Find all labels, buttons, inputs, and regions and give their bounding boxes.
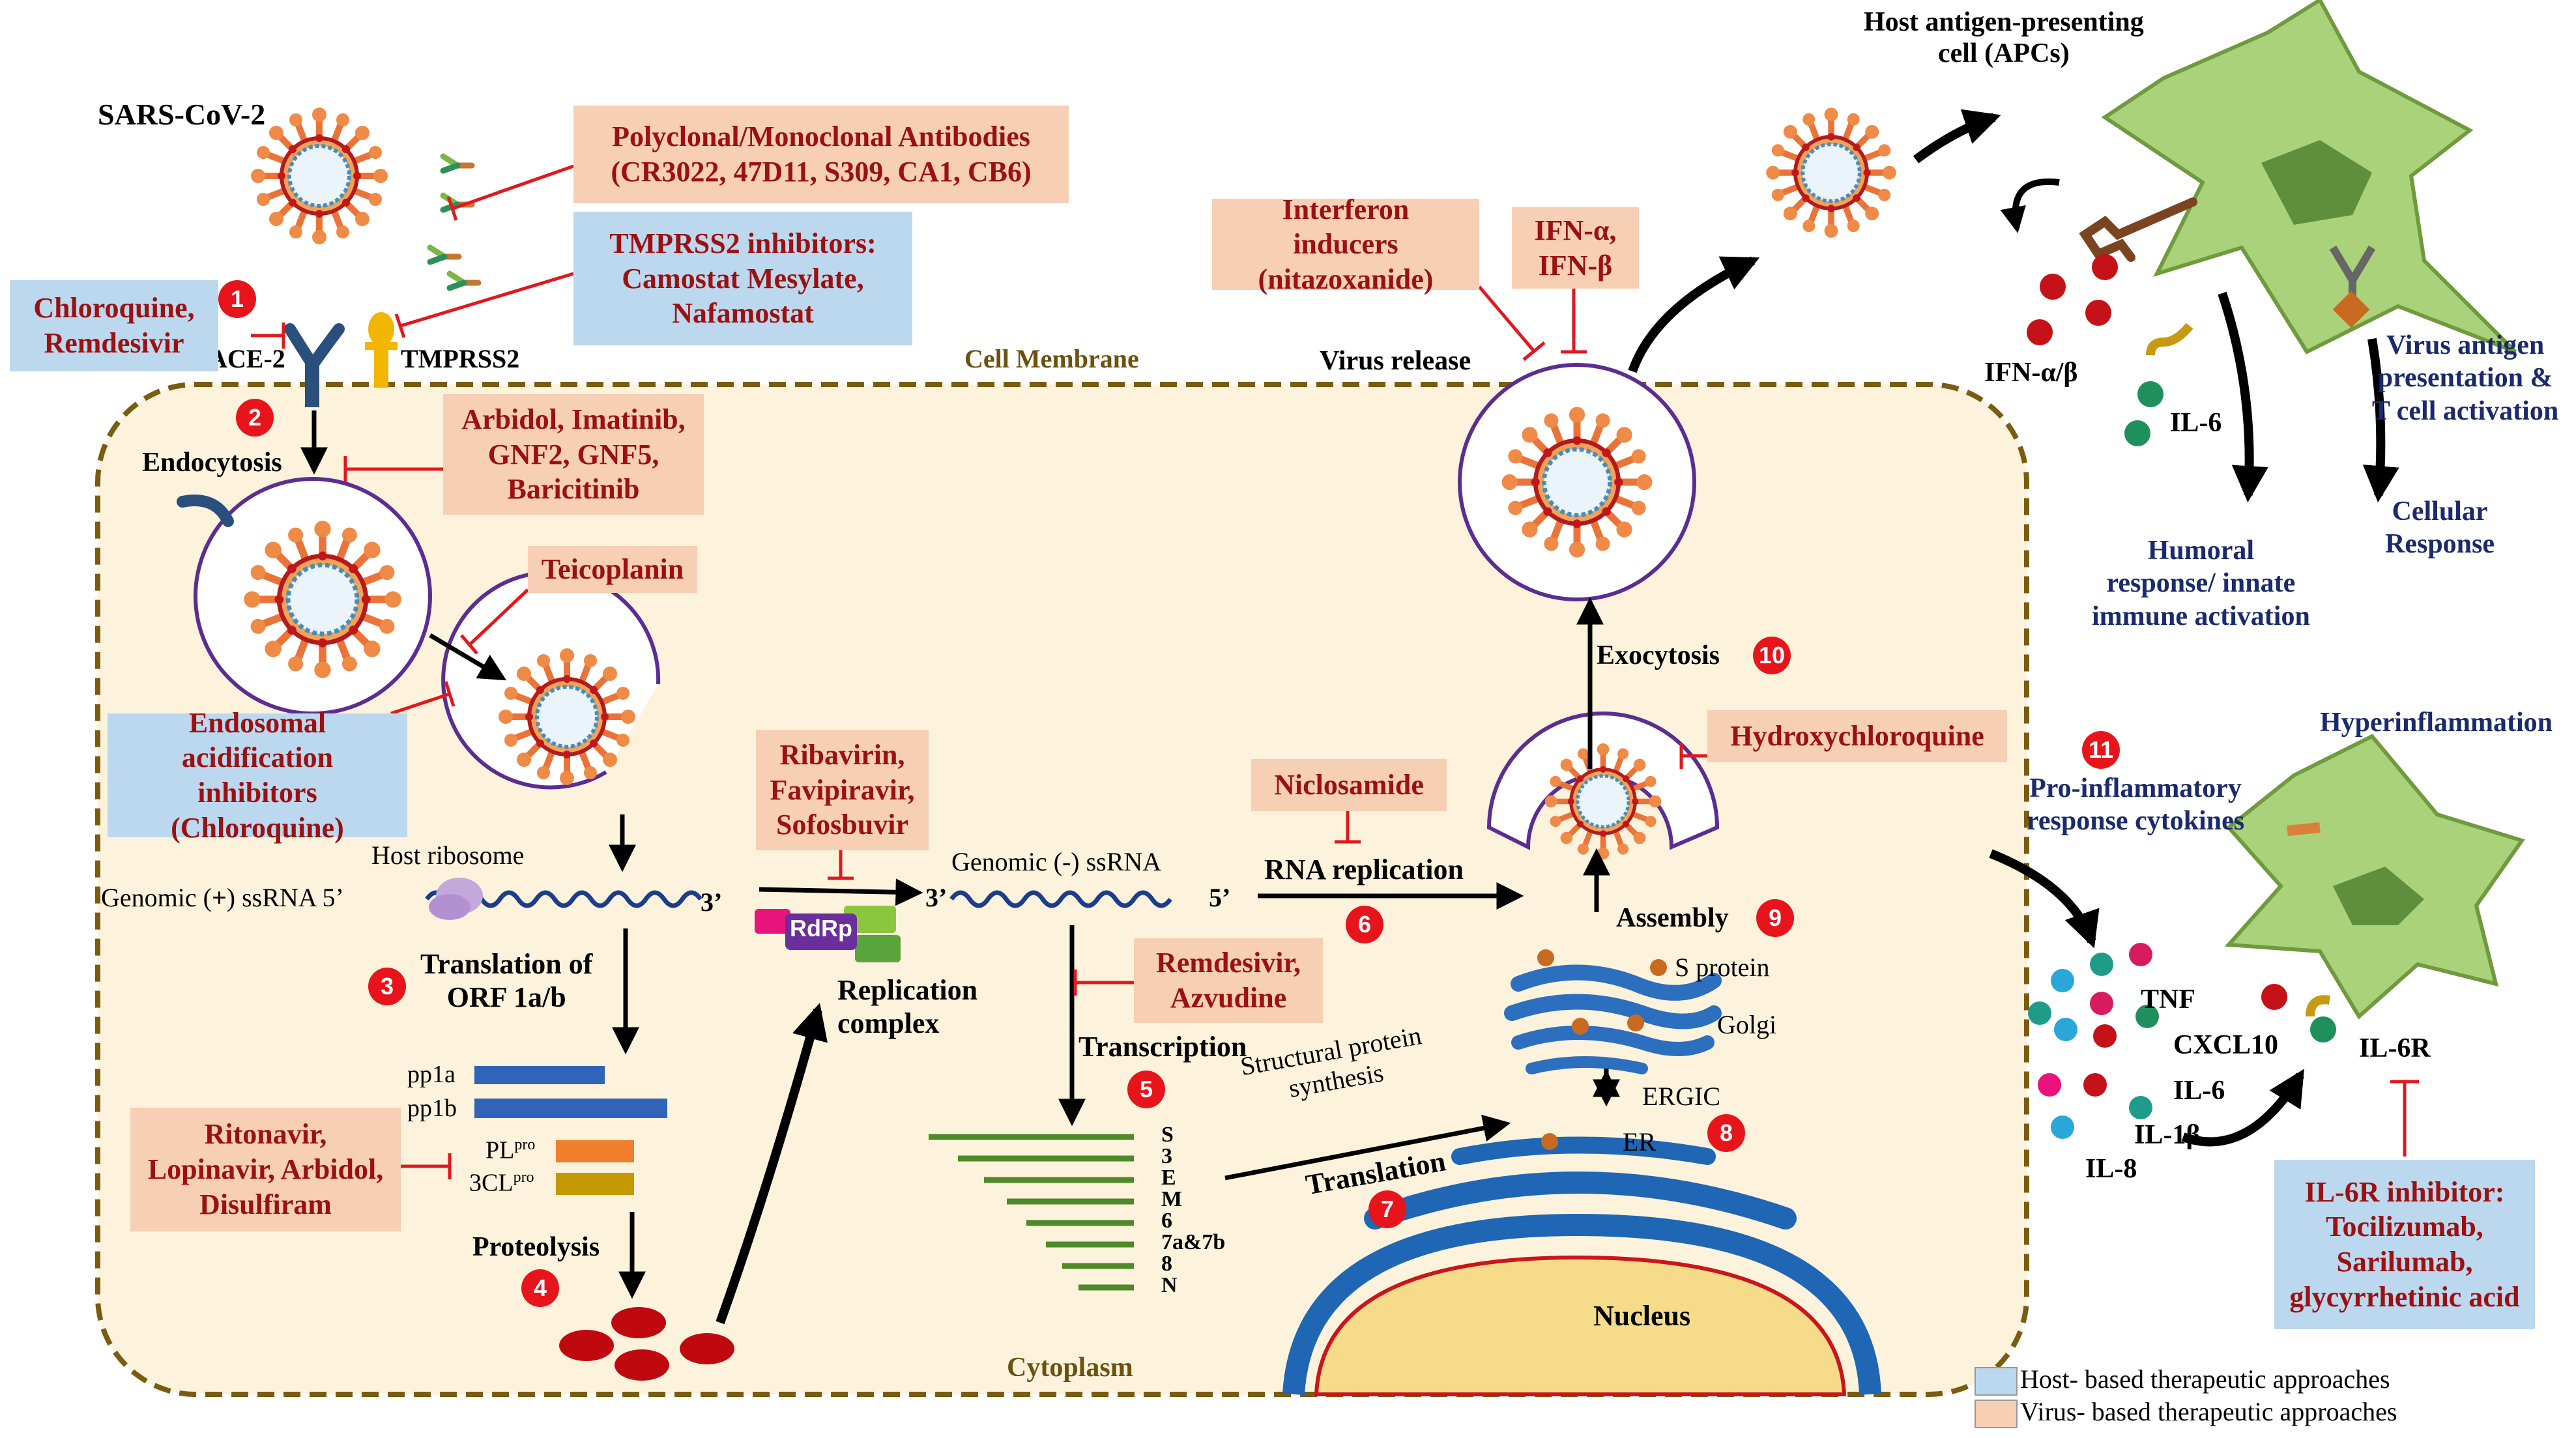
legend-virus-label: Virus- based therapeutic approaches [2020, 1397, 2397, 1426]
rdrp-label: RdRp [790, 915, 852, 942]
er-label: ER [1623, 1127, 1657, 1157]
pro-inflammatory-label: Pro-inflammatory response cytokines [2027, 773, 2245, 837]
step-1-badge: 1 [218, 280, 256, 318]
step-6-badge: 6 [1346, 906, 1383, 943]
assembly-vesicle [1486, 712, 1720, 850]
translation-orf-label: Translation of ORF 1a/b [420, 948, 593, 1013]
subgenomic-rna-ladder [929, 1134, 1134, 1291]
legend-virus-swatch [1975, 1400, 2018, 1428]
il8-label: IL-8 [2085, 1154, 2137, 1184]
hyperinflammation-label: Hyperinflammation [2320, 708, 2553, 738]
assembly-label: Assembly [1616, 903, 1729, 933]
virus-release-label: Virus release [1320, 346, 1471, 376]
step-10-badge: 10 [1753, 637, 1791, 674]
il6r-inhibitor-box: IL-6R inhibitor: Tocilizumab, Sarilumab,… [2274, 1160, 2535, 1329]
er-cisternae [1364, 1172, 1797, 1229]
tmprss2-receptor [365, 312, 398, 388]
pp1a-bar [474, 1066, 605, 1084]
step-4-badge: 4 [521, 1269, 559, 1307]
sars-cov-2-virion [251, 108, 388, 244]
ace2-receptor [284, 323, 345, 407]
step-8-badge: 8 [1707, 1114, 1745, 1152]
nuclear-envelope [1282, 1213, 1881, 1396]
three-prime-a-label: 3’ [701, 887, 723, 917]
subgenomic-6: 6 [1161, 1209, 1172, 1233]
plpro-label: PLpro [485, 1136, 536, 1164]
host-apc-label: Host antigen-presenting cell (APCs) [1864, 7, 2144, 69]
subgenomic-e: E [1161, 1166, 1176, 1190]
antibodies-box: Polyclonal/Monoclonal Antibodies (CR3022… [573, 106, 1069, 203]
subgenomic-s: S [1161, 1123, 1174, 1147]
tmprss2-label: TMPRSS2 [401, 344, 520, 373]
step-5-badge: 5 [1127, 1071, 1165, 1108]
replication-complex-label: Replication complex [837, 974, 978, 1039]
endosomal-acidification-box: Endosomal acidification inhibitors (Chlo… [108, 707, 407, 844]
host-ribosome-label: Host ribosome [371, 841, 525, 870]
subgenomic-n: N [1161, 1273, 1178, 1297]
pp1a-label: pp1a [407, 1061, 456, 1088]
hydroxychloroquine-box: Hydroxychloroquine [1707, 710, 2007, 762]
nucleus-label: Nucleus [1593, 1300, 1691, 1332]
transcription-label: Transcription [1078, 1031, 1247, 1063]
released-virion [1458, 363, 1696, 601]
tmprss2-inhibitors-box: TMPRSS2 inhibitors: Camostat Mesylate, N… [573, 212, 912, 345]
step-2-badge: 2 [236, 399, 274, 437]
genomic-plus-label: Genomic (+) ssRNA 5’ [101, 883, 344, 912]
ribavirin-box: Ribavirin, Favipiravir, Sofosbuvir [756, 730, 929, 850]
exocytosis-label: Exocytosis [1597, 640, 1720, 670]
step-7-badge: 7 [1368, 1190, 1406, 1228]
rna-replication-label: RNA replication [1264, 854, 1464, 885]
genomic-minus-rna [949, 890, 1172, 908]
virus-antigen-label: Virus antigen presentation & T cell acti… [2372, 330, 2559, 426]
ritonavir-box: Ritonavir, Lopinavir, Arbidol, Disulfira… [130, 1108, 401, 1231]
golgi-apparatus [1504, 964, 1722, 1074]
3clpro-label: 3CLpro [469, 1169, 534, 1197]
legend-host-label: Host- based therapeutic approaches [2020, 1364, 2390, 1394]
legend-host-swatch [1975, 1367, 2018, 1396]
endocytosis-label: Endocytosis [142, 448, 282, 478]
ace2-label: ACE-2 [209, 344, 285, 373]
proteolysis-label: Proteolysis [472, 1232, 600, 1262]
exported-virion [1766, 108, 1896, 238]
subgenomic-3: 3 [1161, 1144, 1172, 1168]
three-prime-b-label: 3’ [925, 883, 948, 912]
ifn-ab-label: IFN-α/β [1984, 358, 2078, 388]
five-prime-b-label: 5’ [1209, 883, 1231, 912]
step-3-badge: 3 [368, 968, 406, 1005]
subgenomic-m: M [1161, 1187, 1183, 1211]
il6-b-label: IL-6 [2173, 1076, 2225, 1106]
humoral-response-label: Humoral response/ innate immune activati… [2092, 536, 2310, 631]
golgi-label: Golgi [1717, 1010, 1777, 1039]
nucleus [1314, 1255, 1847, 1396]
il6-a-label: IL-6 [2170, 408, 2222, 438]
step-11-badge: 11 [2082, 731, 2120, 769]
teicoplanin-box: Teicoplanin [528, 546, 697, 593]
arbidol-group-box: Arbidol, Imatinib, GNF2, GNF5, Baricitin… [443, 394, 704, 515]
virus-title: SARS-CoV-2 [98, 98, 266, 131]
genomic-minus-label: Genomic (-) ssRNA [951, 847, 1162, 876]
interferon-inducers-box: Interferon inducers (nitazoxanide) [1212, 194, 1479, 295]
s-protein-label: S protein [1675, 953, 1770, 982]
cxcl10-label: CXCL10 [2173, 1030, 2279, 1060]
il6r-label: IL-6R [2359, 1033, 2431, 1063]
cellular-response-label: Cellular Response [2385, 496, 2495, 560]
tnf-label: TNF [2141, 985, 2195, 1014]
subgenomic-8: 8 [1161, 1252, 1172, 1276]
step-9-badge: 9 [1756, 899, 1794, 937]
pp1b-bar [474, 1099, 667, 1118]
pp1b-label: pp1b [407, 1095, 457, 1122]
ifn-box: IFN-α, IFN-β [1512, 207, 1639, 289]
ergic-label: ERGIC [1642, 1082, 1720, 1111]
plpro-bar [556, 1140, 634, 1162]
cell-membrane-label: Cell Membrane [964, 344, 1139, 373]
il1b-label: IL-1β [2134, 1120, 2201, 1150]
cytoplasm-label: Cytoplasm [1007, 1353, 1133, 1383]
remdesivir-azvudine-box: Remdesivir, Azvudine [1134, 938, 1323, 1023]
subgenomic-7a7b: 7a&7b [1161, 1230, 1226, 1254]
niclosamide-box: Niclosamide [1251, 759, 1447, 811]
3clpro-bar [556, 1173, 634, 1195]
chloroquine-remdesivir-box: Chloroquine, Remdesivir [10, 280, 218, 371]
